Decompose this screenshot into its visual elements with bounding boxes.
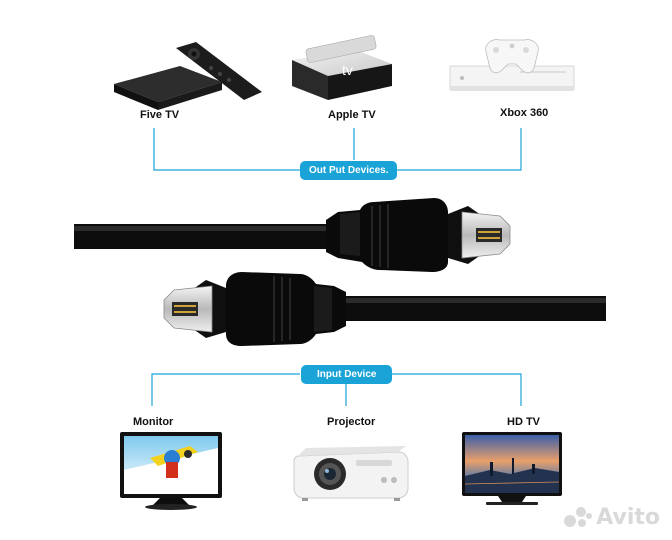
hdmi-cable-top: [74, 198, 511, 272]
device-label-apple-tv: Apple TV: [328, 109, 376, 121]
output-devices-badge: Out Put Devices.: [300, 161, 398, 180]
hdmi-cable-bottom: [163, 272, 606, 346]
avito-watermark-text: Avito: [596, 505, 660, 530]
avito-watermark: Avito: [564, 505, 660, 530]
avito-logo-icon: [564, 506, 593, 529]
hd-tv-icon: [462, 432, 562, 505]
device-label-five-tv: Five TV: [140, 109, 180, 121]
monitor-icon: [120, 432, 222, 510]
projector-icon: [293, 446, 409, 501]
apple-tv-logo: tv: [342, 62, 353, 78]
apple-tv-icon: tv: [292, 35, 392, 100]
fire-tv-icon: [114, 42, 262, 110]
device-label-xbox: Xbox 360: [500, 107, 549, 119]
xbox-icon: [449, 39, 575, 91]
output-connector-lines: [153, 128, 522, 171]
device-label-hd-tv: HD TV: [507, 416, 540, 428]
input-device-badge: Input Device: [301, 365, 393, 384]
device-label-monitor: Monitor: [133, 416, 174, 428]
device-label-projector: Projector: [327, 416, 376, 428]
input-connector-lines: [151, 373, 522, 406]
